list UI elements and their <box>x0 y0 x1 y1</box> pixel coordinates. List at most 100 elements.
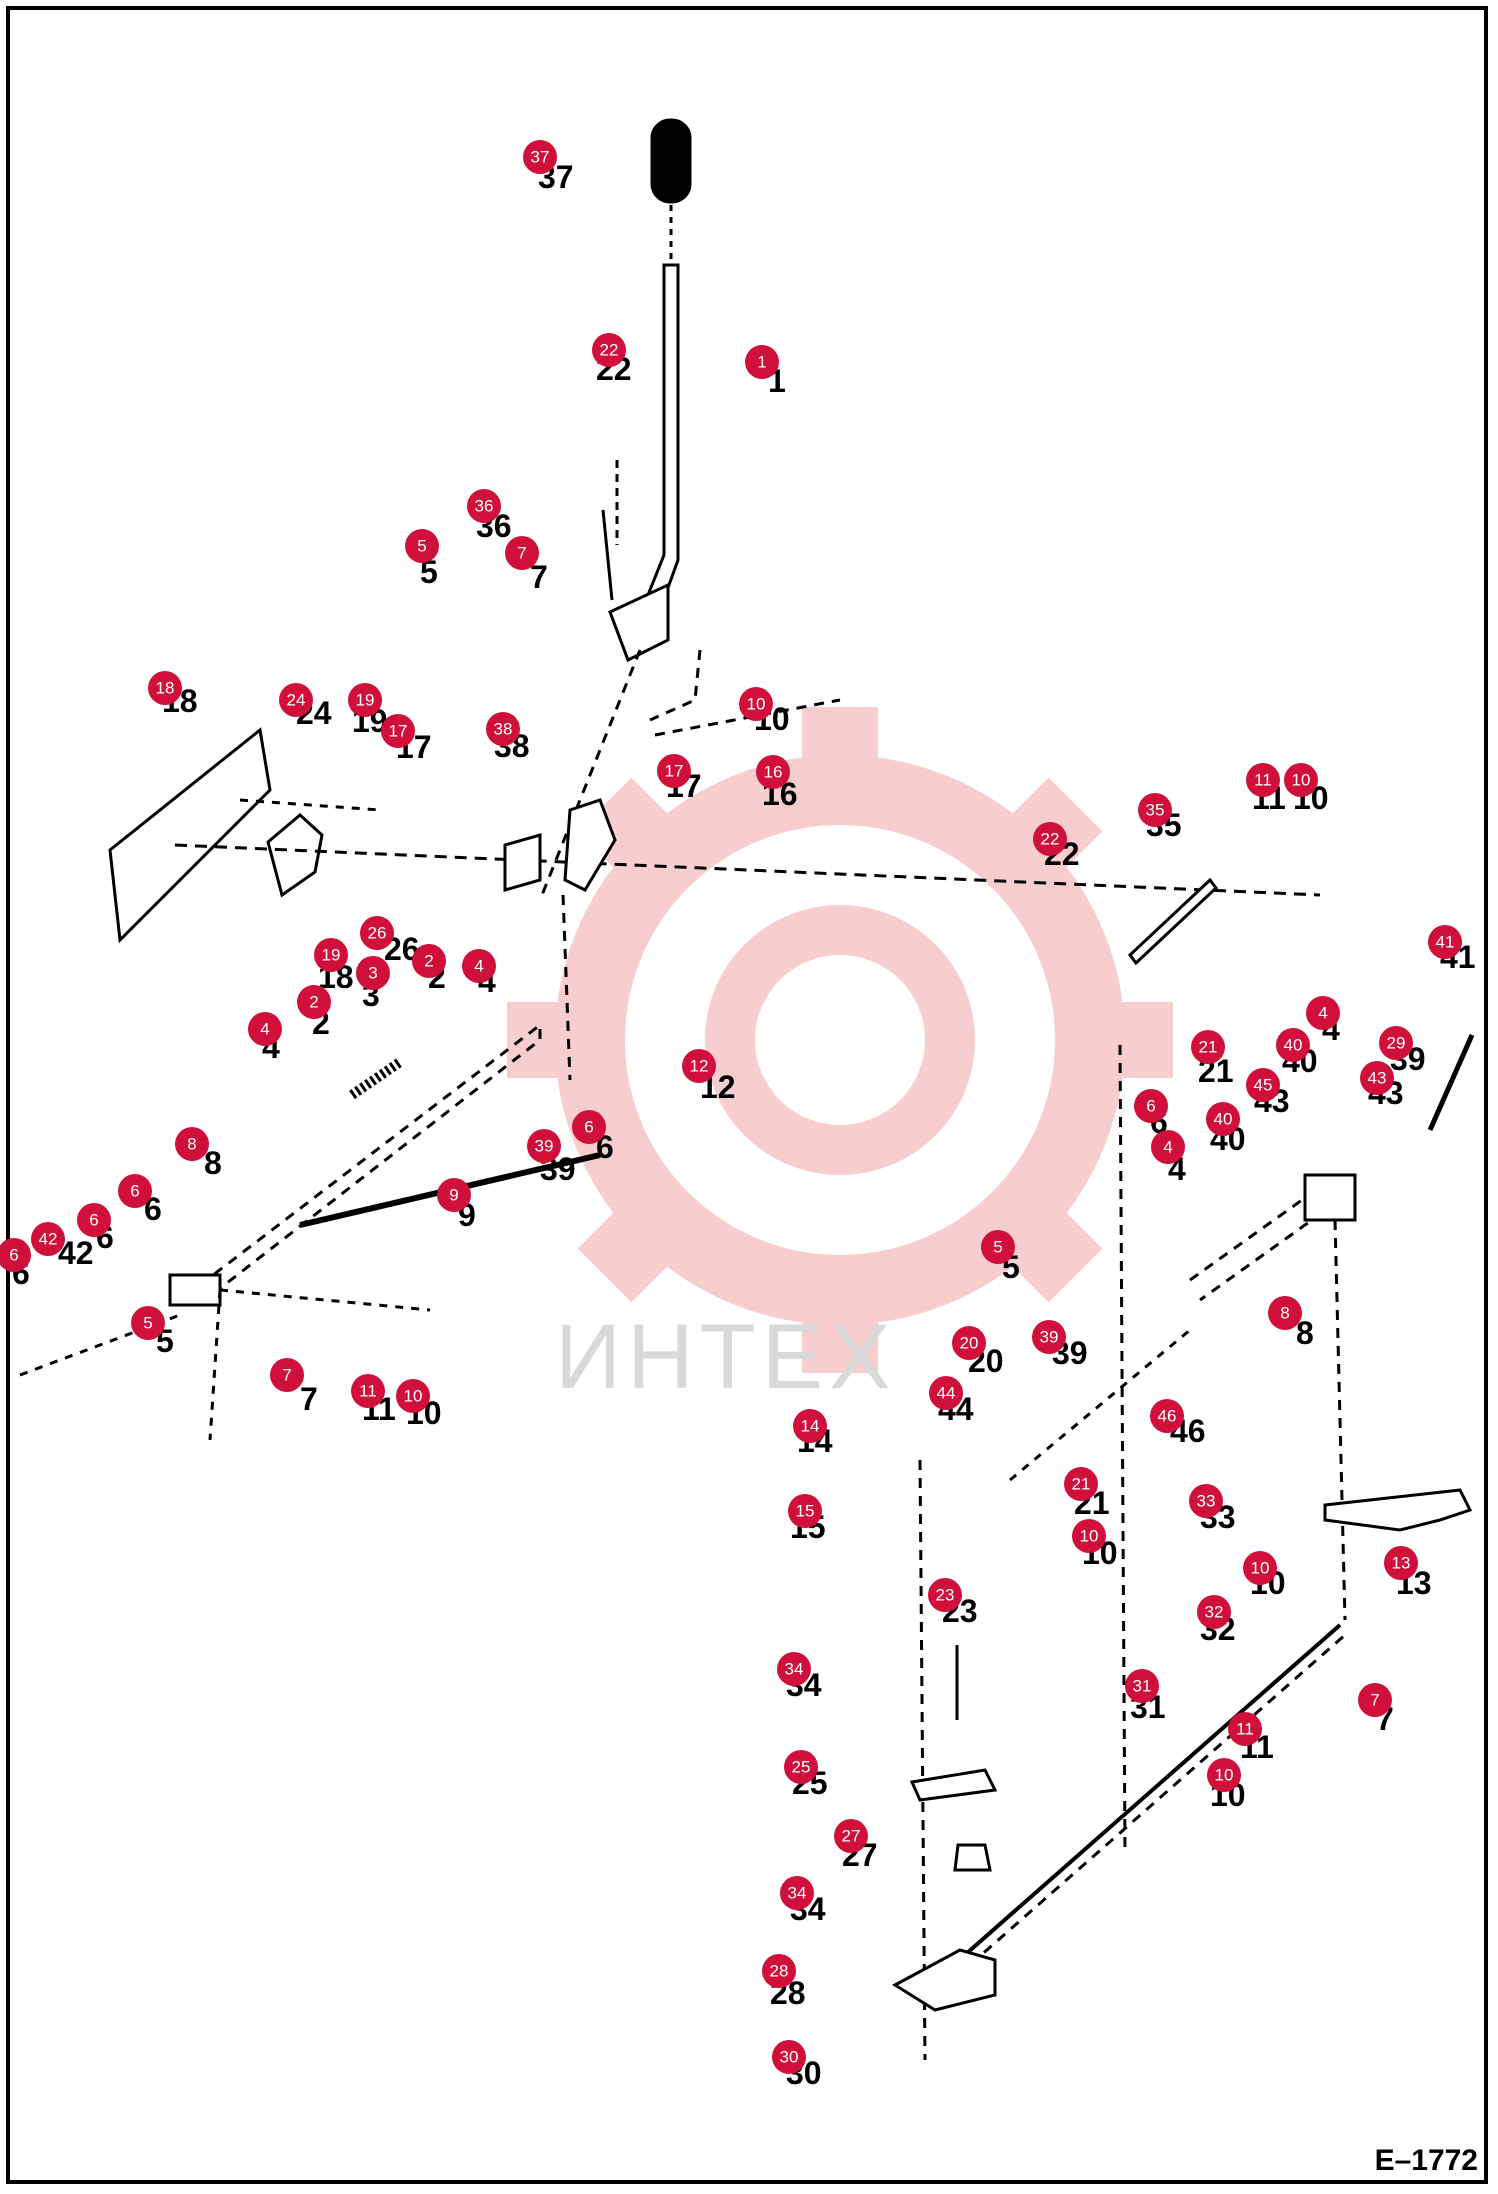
callout-circle[interactable] <box>834 1819 868 1853</box>
callout-circle[interactable] <box>1032 1320 1066 1354</box>
callout-badge[interactable]: 2 <box>297 985 331 1019</box>
callout-circle[interactable] <box>780 1876 814 1910</box>
callout-circle[interactable] <box>682 1049 716 1083</box>
callout-circle[interactable] <box>1243 1551 1277 1585</box>
callout-circle[interactable] <box>592 333 626 367</box>
callout-circle[interactable] <box>657 754 691 788</box>
callout-badge[interactable]: 18 <box>148 671 182 705</box>
callout-badge[interactable]: 27 <box>834 1819 868 1853</box>
callout-badge[interactable]: 31 <box>1125 1669 1159 1703</box>
callout-badge[interactable]: 38 <box>486 712 520 746</box>
callout-badge[interactable]: 25 <box>784 1750 818 1784</box>
callout-circle[interactable] <box>523 140 557 174</box>
callout-circle[interactable] <box>31 1222 65 1256</box>
callout-circle[interactable] <box>248 1012 282 1046</box>
callout-circle[interactable] <box>777 1652 811 1686</box>
callout-circle[interactable] <box>314 938 348 972</box>
callout-badge[interactable]: 3 <box>356 956 390 990</box>
callout-circle[interactable] <box>1360 1061 1394 1095</box>
callout-badge[interactable]: 4 <box>1306 996 1340 1030</box>
callout-circle[interactable] <box>1228 1712 1262 1746</box>
callout-badge[interactable]: 7 <box>270 1358 304 1392</box>
callout-badge[interactable]: 23 <box>928 1578 962 1612</box>
callout-badge[interactable]: 10 <box>1072 1519 1106 1553</box>
callout-circle[interactable] <box>929 1376 963 1410</box>
callout-badge[interactable]: 33 <box>1189 1484 1223 1518</box>
callout-circle[interactable] <box>148 671 182 705</box>
callout-badge[interactable]: 6 <box>1134 1089 1168 1123</box>
callout-circle[interactable] <box>486 712 520 746</box>
callout-badge[interactable]: 28 <box>762 1954 796 1988</box>
callout-badge[interactable]: 1 <box>745 345 779 379</box>
callout-circle[interactable] <box>131 1306 165 1340</box>
callout-circle[interactable] <box>1428 925 1462 959</box>
callout-badge[interactable]: 41 <box>1428 925 1462 959</box>
callout-badge[interactable]: 16 <box>756 755 790 789</box>
callout-badge[interactable]: 10 <box>1207 1758 1241 1792</box>
callout-circle[interactable] <box>1206 1102 1240 1136</box>
callout-badge[interactable]: 9 <box>437 1178 471 1212</box>
callout-badge[interactable]: 39 <box>1032 1320 1066 1354</box>
callout-badge[interactable]: 2 <box>412 944 446 978</box>
callout-badge[interactable]: 22 <box>1033 822 1067 856</box>
callout-circle[interactable] <box>1284 763 1318 797</box>
callout-circle[interactable] <box>351 1374 385 1408</box>
callout-circle[interactable] <box>1191 1030 1225 1064</box>
callout-badge[interactable]: 6 <box>77 1203 111 1237</box>
callout-badge[interactable]: 12 <box>682 1049 716 1083</box>
callout-circle[interactable] <box>348 683 382 717</box>
callout-badge[interactable]: 29 <box>1379 1026 1413 1060</box>
callout-badge[interactable]: 11 <box>351 1374 385 1408</box>
callout-circle[interactable] <box>739 687 773 721</box>
callout-circle[interactable] <box>1033 822 1067 856</box>
callout-circle[interactable] <box>793 1409 827 1443</box>
callout-circle[interactable] <box>1207 1758 1241 1792</box>
callout-circle[interactable] <box>467 489 501 523</box>
callout-badge[interactable]: 5 <box>405 529 439 563</box>
callout-circle[interactable] <box>279 683 313 717</box>
callout-badge[interactable]: 26 <box>360 916 394 950</box>
callout-badge[interactable]: 17 <box>657 754 691 788</box>
callout-circle[interactable] <box>0 1238 31 1272</box>
callout-circle[interactable] <box>1358 1683 1392 1717</box>
callout-circle[interactable] <box>381 714 415 748</box>
callout-badge[interactable]: 19 <box>348 683 382 717</box>
callout-badge[interactable]: 40 <box>1276 1028 1310 1062</box>
callout-badge[interactable]: 10 <box>396 1379 430 1413</box>
callout-badge[interactable]: 4 <box>462 949 496 983</box>
callout-badge[interactable]: 34 <box>780 1876 814 1910</box>
callout-circle[interactable] <box>405 529 439 563</box>
callout-circle[interactable] <box>1151 1130 1185 1164</box>
callout-circle[interactable] <box>1384 1546 1418 1580</box>
callout-circle[interactable] <box>175 1127 209 1161</box>
callout-circle[interactable] <box>396 1379 430 1413</box>
callout-circle[interactable] <box>1138 793 1172 827</box>
callout-badge[interactable]: 45 <box>1246 1068 1280 1102</box>
callout-badge[interactable]: 11 <box>1246 763 1280 797</box>
callout-circle[interactable] <box>437 1178 471 1212</box>
callout-badge[interactable]: 10 <box>1284 763 1318 797</box>
callout-circle[interactable] <box>77 1203 111 1237</box>
callout-circle[interactable] <box>928 1578 962 1612</box>
callout-circle[interactable] <box>1125 1669 1159 1703</box>
callout-circle[interactable] <box>572 1110 606 1144</box>
callout-badge[interactable]: 7 <box>1358 1683 1392 1717</box>
callout-badge[interactable]: 6 <box>572 1110 606 1144</box>
callout-circle[interactable] <box>527 1129 561 1163</box>
callout-badge[interactable]: 21 <box>1064 1467 1098 1501</box>
callout-badge[interactable]: 19 <box>314 938 348 972</box>
callout-circle[interactable] <box>360 916 394 950</box>
callout-circle[interactable] <box>1379 1026 1413 1060</box>
callout-circle[interactable] <box>1150 1399 1184 1433</box>
callout-badge[interactable]: 42 <box>31 1222 65 1256</box>
callout-badge[interactable]: 13 <box>1384 1546 1418 1580</box>
callout-circle[interactable] <box>462 949 496 983</box>
callout-badge[interactable]: 40 <box>1206 1102 1240 1136</box>
callout-circle[interactable] <box>1246 763 1280 797</box>
callout-badge[interactable]: 17 <box>381 714 415 748</box>
callout-badge[interactable]: 46 <box>1150 1399 1184 1433</box>
callout-badge[interactable]: 20 <box>952 1326 986 1360</box>
callout-badge[interactable]: 10 <box>739 687 773 721</box>
callout-badge[interactable]: 35 <box>1138 793 1172 827</box>
callout-badge[interactable]: 6 <box>0 1238 31 1272</box>
